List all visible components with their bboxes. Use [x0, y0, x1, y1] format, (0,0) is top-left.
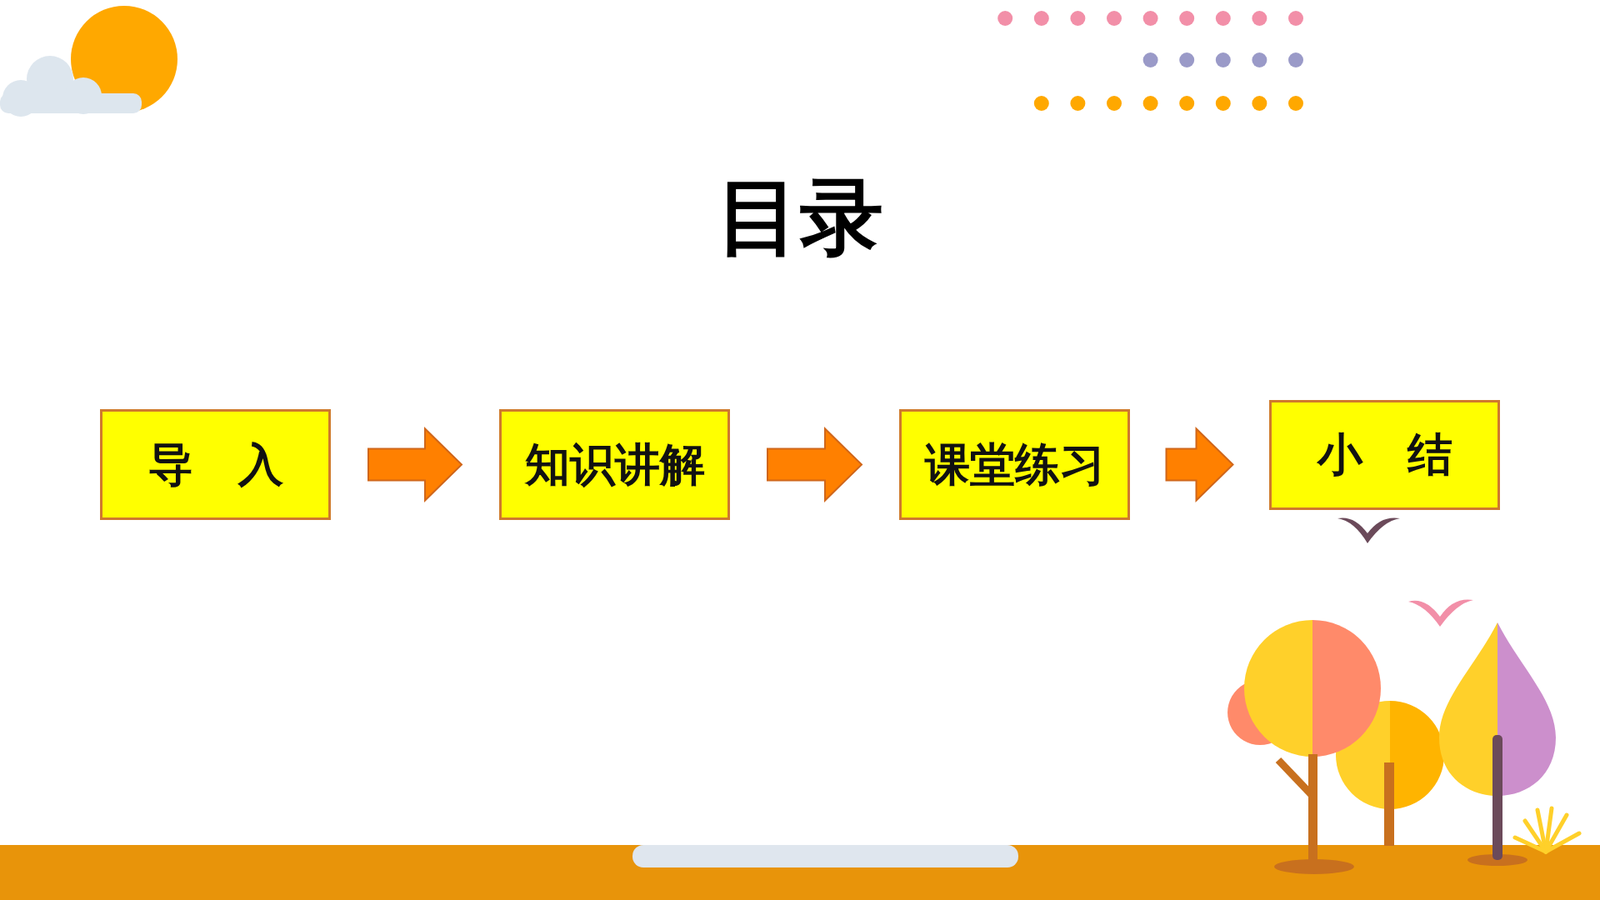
bird — [1337, 517, 1400, 544]
menu-box: 知识讲解 — [499, 409, 730, 520]
page-title: 目录 — [0, 162, 1600, 275]
box-label: 知识讲解 — [525, 440, 705, 490]
pill-bar — [632, 845, 1019, 868]
box-label: 小 结 — [1317, 430, 1453, 480]
block-arrow — [368, 429, 462, 501]
menu-box: 导 入 — [100, 409, 331, 520]
box-label: 导 入 — [148, 440, 284, 490]
ground-band — [0, 845, 1600, 900]
menu-box: 小 结 — [1269, 400, 1500, 510]
dot-rows — [997, 10, 1304, 111]
block-arrow — [767, 429, 862, 501]
trees — [1227, 620, 1580, 875]
menu-box: 课堂练习 — [899, 409, 1130, 520]
bird — [1408, 599, 1474, 627]
cloud — [0, 55, 142, 117]
block-arrow — [1166, 429, 1234, 501]
box-label: 课堂练习 — [925, 440, 1105, 490]
